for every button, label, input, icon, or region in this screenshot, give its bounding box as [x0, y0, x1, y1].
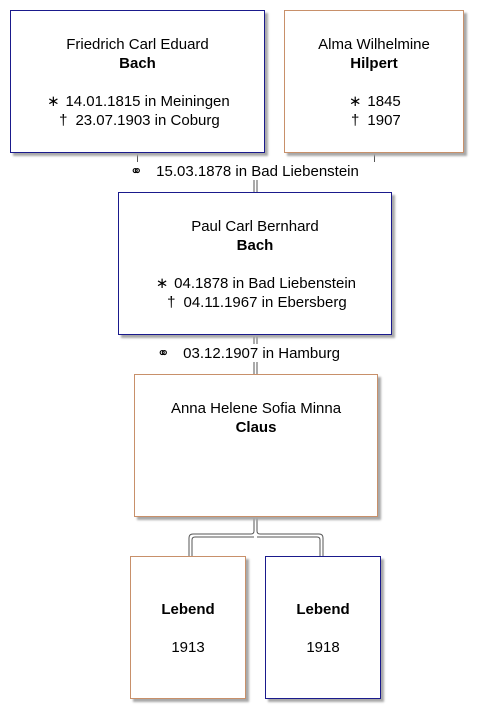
marriage-person-text: 03.12.1907 in Hamburg	[183, 345, 340, 362]
father-surname: Bach	[119, 55, 156, 72]
mother-surname: Hilpert	[350, 55, 398, 72]
father-death: 23.07.1903 in Coburg	[75, 112, 220, 129]
person-death-row: † 04.11.1967 in Ebersberg	[119, 293, 391, 312]
mother-birth-row: ∗ 1845	[285, 92, 463, 111]
mother-death-row: † 1907	[285, 111, 463, 130]
branch-left-outer	[188, 530, 255, 556]
child-card-2[interactable]: Lebend 1918	[265, 556, 381, 699]
marriage-parents-text: 15.03.1878 in Bad Liebenstein	[156, 163, 359, 180]
child-2-year: 1918	[306, 639, 340, 656]
spouse-card[interactable]: Anna Helene Sofia Minna Claus	[134, 374, 378, 517]
mother-given-name: Alma Wilhelmine	[318, 36, 430, 53]
father-card[interactable]: Friedrich Carl Eduard Bach ∗ 14.01.1815 …	[10, 10, 265, 153]
person-death: 04.11.1967 in Ebersberg	[183, 294, 347, 311]
child-1-title: Lebend	[161, 601, 215, 618]
asterisk-icon: ∗	[348, 93, 362, 110]
child-1-year: 1913	[171, 639, 205, 656]
branch-right-inner	[257, 536, 321, 556]
father-birth-row: ∗ 14.01.1815 in Meiningen	[11, 92, 264, 111]
father-birth: 14.01.1815 in Meiningen	[65, 93, 230, 110]
asterisk-icon: ∗	[46, 93, 60, 110]
rings-icon: ⚭	[157, 345, 170, 362]
person-surname: Bach	[236, 237, 274, 254]
asterisk-icon: ∗	[155, 275, 169, 292]
mother-death: 1907	[367, 112, 401, 129]
child-2-title: Lebend	[296, 601, 350, 618]
mother-birth: 1845	[367, 93, 401, 110]
father-given-name: Friedrich Carl Eduard	[66, 36, 209, 53]
cross-icon: †	[351, 112, 360, 129]
branch-right-outer	[256, 530, 324, 556]
child-card-1[interactable]: Lebend 1913	[130, 556, 246, 699]
person-given-name: Paul Carl Bernhard	[191, 218, 319, 235]
spouse-given-name: Anna Helene Sofia Minna	[170, 400, 342, 417]
marriage-person: ⚭ 03.12.1907 in Hamburg	[157, 344, 340, 363]
person-birth-row: ∗ 04.1878 in Bad Liebenstein	[119, 274, 391, 293]
spouse-surname: Claus	[235, 419, 277, 436]
person-card[interactable]: Paul Carl Bernhard Bach ∗ 04.1878 in Bad…	[118, 192, 392, 335]
father-death-row: † 23.07.1903 in Coburg	[11, 111, 264, 130]
cross-icon: †	[59, 112, 68, 129]
marriage-parents: ⚭ 15.03.1878 in Bad Liebenstein	[130, 162, 359, 181]
rings-icon: ⚭	[130, 163, 143, 180]
mother-card[interactable]: Alma Wilhelmine Hilpert ∗ 1845 † 1907	[284, 10, 464, 153]
cross-icon: †	[167, 294, 176, 311]
branch-left-inner	[191, 536, 254, 556]
person-birth: 04.1878 in Bad Liebenstein	[174, 275, 356, 292]
